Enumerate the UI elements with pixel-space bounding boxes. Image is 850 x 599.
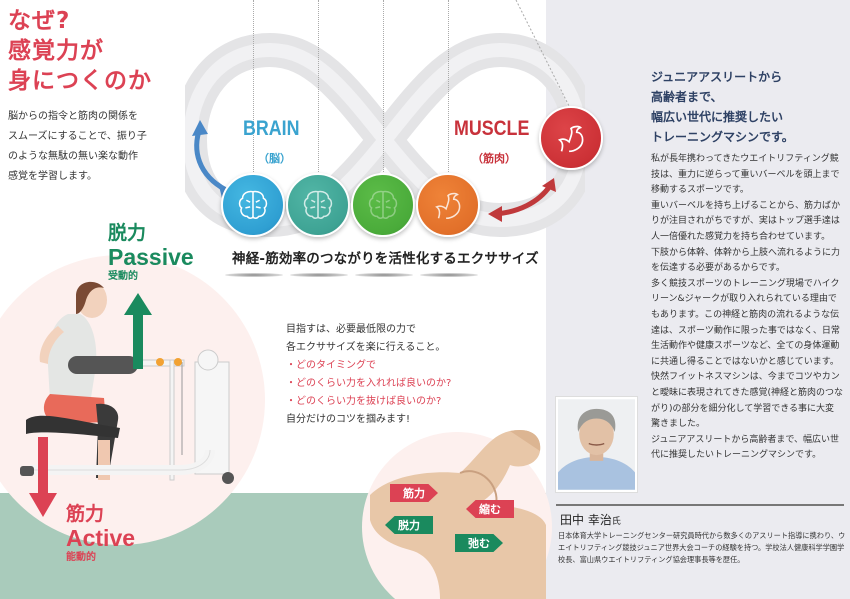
node-shadow (290, 273, 348, 277)
brain-node-2 (286, 173, 350, 237)
active-en-label: Active (66, 525, 136, 551)
person-portrait (558, 399, 635, 490)
muscle-sublabel: （筋肉） (472, 152, 516, 165)
testimonial-body: 私が長年携わってきたウエイトリフティング競技は、重力に逆らって重いバーベルを頭上… (651, 152, 843, 464)
red-double-arrow-icon (488, 178, 556, 222)
goal-text-block: 目指すは、必要最低限の力で 各エクササイズを楽に行えること。 ・どのタイミングで… (286, 321, 451, 429)
arm-label-relax: 脱力 (385, 516, 433, 534)
active-label-block: 筋力 Active 能動的 (66, 503, 135, 565)
node-shadow (225, 273, 283, 277)
pendulum-string-diagonal (515, 0, 571, 109)
infinity-symbol-graphic (185, 32, 585, 238)
passive-sub-label: 受動的 (108, 271, 138, 282)
person-name-suffix: 氏 (611, 517, 621, 527)
arm-label-contract: 筋力 (390, 484, 438, 502)
testimonial-paragraph: 重いバーベルを持ち上げることから、筋力ばかりが注目されがちですが、実はトップ選手… (651, 200, 841, 242)
testimonial-paragraph: 私が長年携わってきたウエイトリフティング競技は、重力に逆らって重いバーベルを頭上… (651, 154, 840, 196)
testimonial-paragraph: 多く競技スポーツのトレーニング現場でハイクリーン&ジャークが取り入れられている理… (651, 278, 840, 367)
arm-label-shorten: 縮む (466, 500, 514, 518)
goal-closing: 自分だけのコツを掴みます! (286, 414, 411, 425)
testimonial-paragraph: ジュニアアスリートから高齢者まで、幅広い世代に推奨したいトレーニングマシンです。 (651, 434, 840, 461)
red-down-arrow-icon (29, 437, 57, 517)
muscle-node-2 (539, 106, 603, 170)
hero-heading-line: 身につくのか (8, 68, 152, 94)
brain-icon (238, 190, 268, 219)
green-up-arrow-icon (124, 293, 152, 369)
hero-heading-line: なぜ? (8, 8, 71, 34)
testimonial-paragraph: 下肢から体幹、体幹から上肢へ流れるように力を伝達する必要があるからです。 (651, 247, 841, 274)
flexed-arm-icon (557, 125, 584, 153)
arm-label-loosen: 弛む (455, 534, 503, 552)
hero-heading: なぜ? 感覚力が 身につくのか (8, 6, 208, 96)
brain-icon (368, 190, 398, 219)
flexed-arm-icon (435, 192, 461, 220)
person-name: 田中 幸治氏 (560, 511, 621, 528)
muscle-node-1 (416, 173, 480, 237)
diagram-tagline: 神経-筋効率のつながりを活性化するエクササイズ (232, 251, 539, 267)
node-shadow (420, 273, 478, 277)
active-sub-label: 能動的 (66, 552, 96, 563)
brain-icon (303, 190, 333, 219)
goal-bullet: ・どのくらい力を抜けば良いのか? (286, 396, 442, 407)
hero-text-line: 脳からの指令と筋肉の関係を (8, 111, 138, 122)
pendulum-string (318, 0, 319, 172)
right-heading-line: トレーニングマシンです。 (651, 130, 794, 144)
passive-label-block: 脱力 Passive 受動的 (108, 222, 194, 284)
brain-sublabel: （脳） (258, 152, 291, 165)
person-bio: 日本体育大学トレーニングセンター研究員時代から数多くのアスリート指導に携わり、ウ… (558, 531, 846, 564)
pendulum-string (383, 0, 384, 172)
passive-jp-label: 脱力 (108, 222, 147, 244)
brain-node-1 (221, 173, 285, 237)
hero-text-line: のような無駄の無い楽な動作 (8, 151, 138, 162)
flexed-arm-illustration (370, 429, 546, 599)
hero-heading-line: 感覚力が (8, 38, 104, 64)
hero-description: 脳からの指令と筋肉の関係を スムーズにすることで、振り子 のような無駄の無い楽な… (8, 107, 188, 187)
right-heading-line: 幅広い世代に推奨したい (651, 110, 784, 124)
node-shadow (355, 273, 413, 277)
active-jp-label: 筋力 (66, 503, 105, 525)
right-panel-background (546, 0, 850, 599)
testimonial-paragraph: 快然フイットネスマシンは、今までコツやカンと曖昧に表現されてきた感覚(神経と筋肉… (651, 372, 843, 430)
divider (556, 504, 844, 506)
brain-node-3 (351, 173, 415, 237)
muscle-label: MUSCLE (454, 117, 530, 140)
brain-label: BRAIN (243, 117, 300, 140)
person-photo (555, 396, 638, 493)
goal-bullet: ・どのタイミングで (286, 360, 376, 371)
goal-line: 各エクササイズを楽に行えること。 (286, 342, 446, 353)
right-heading-line: 高齢者まで、 (651, 90, 723, 104)
goal-line: 目指すは、必要最低限の力で (286, 324, 416, 335)
passive-en-label: Passive (108, 244, 194, 270)
training-machine-illustration (20, 281, 234, 484)
right-heading-line: ジュニアアスリートから (651, 70, 783, 84)
person-name-text: 田中 幸治 (560, 513, 612, 527)
pendulum-string (253, 0, 254, 172)
hero-text-line: スムーズにすることで、振り子 (8, 131, 147, 142)
goal-bullet: ・どのくらい力を入れれば良いのか? (286, 378, 452, 389)
right-heading: ジュニアアスリートから 高齢者まで、 幅広い世代に推奨したい トレーニングマシン… (651, 67, 794, 147)
hero-text-line: 感覚を学習します。 (8, 171, 97, 182)
pendulum-string (448, 0, 449, 172)
